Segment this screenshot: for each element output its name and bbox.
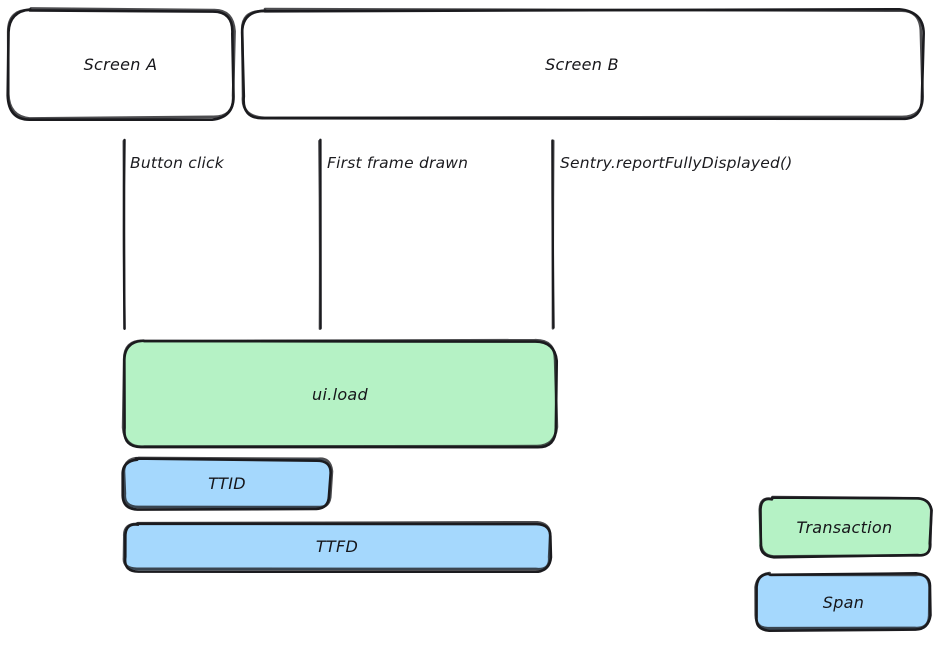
- screen-b-label: Screen B: [545, 54, 619, 74]
- legend-label-span: Span: [822, 593, 865, 612]
- marker-label-report-fully-displayed: Sentry.reportFullyDisplayed(): [560, 154, 793, 172]
- marker-label-first-frame-drawn: First frame drawn: [327, 154, 469, 172]
- timeline-marker-line-3: [551, 139, 555, 330]
- screen-a-label: Screen A: [83, 54, 158, 74]
- legend-swatch-transaction: [758, 495, 933, 559]
- screen-b-box: [240, 7, 925, 121]
- legend-swatch-span: [754, 571, 932, 632]
- bar-label-ui-load: ui.load: [312, 385, 368, 404]
- timeline-marker-line-2: [318, 138, 322, 331]
- screen-a-box: [6, 7, 236, 121]
- bar-label-ttfd: TTFD: [315, 537, 359, 556]
- timeline-marker-line-1: [122, 138, 126, 330]
- bar-ui-load: [121, 338, 559, 449]
- legend-label-transaction: Transaction: [796, 517, 893, 537]
- bar-ttid: [121, 456, 334, 511]
- bar-label-ttid: TTID: [208, 474, 246, 493]
- marker-label-button-click: Button click: [130, 154, 224, 172]
- bar-ttfd: [122, 520, 553, 574]
